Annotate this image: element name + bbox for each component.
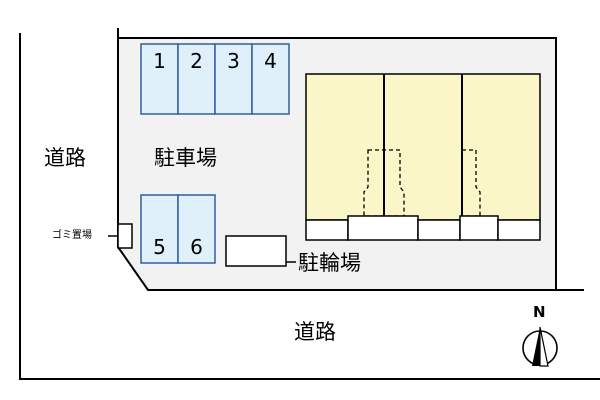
road-label-south: 道路 xyxy=(294,320,336,344)
compass-north-label: N xyxy=(533,303,546,321)
bicycle-parking-label: 駐輪場 xyxy=(298,251,361,275)
entrance-porch-1 xyxy=(305,219,349,241)
parking-space-number: 1 xyxy=(153,49,166,73)
apartment-building xyxy=(305,73,541,241)
parking-lot-label: 駐車場 xyxy=(154,146,217,170)
entrance-porch-3 xyxy=(417,219,461,241)
parking-space-6 xyxy=(177,194,216,264)
compass-arrow-dark xyxy=(532,327,540,366)
parking-space-5 xyxy=(140,194,179,264)
north-compass xyxy=(522,326,558,367)
garbage-area-label: ゴミ置場 xyxy=(52,230,92,241)
bicycle-parking-area xyxy=(225,235,287,267)
compass-arrow-light xyxy=(539,326,549,367)
parking-row-bottom xyxy=(140,194,216,264)
parking-space-number: 5 xyxy=(153,235,166,259)
parking-space-3 xyxy=(214,43,253,115)
entrance-porch-5 xyxy=(497,219,541,241)
entrance-porch-2 xyxy=(347,215,419,241)
building-footprint xyxy=(305,73,541,221)
entrance-porch-4 xyxy=(459,215,499,241)
parking-space-2 xyxy=(177,43,216,115)
garbage-area-box xyxy=(117,223,133,249)
parking-space-number: 6 xyxy=(190,235,203,259)
parking-space-4 xyxy=(251,43,290,115)
parking-row-top xyxy=(140,43,290,115)
parking-space-number: 2 xyxy=(190,49,203,73)
road-label-west: 道路 xyxy=(44,146,86,170)
parking-space-number: 4 xyxy=(264,49,277,73)
parking-space-number: 3 xyxy=(227,49,240,73)
